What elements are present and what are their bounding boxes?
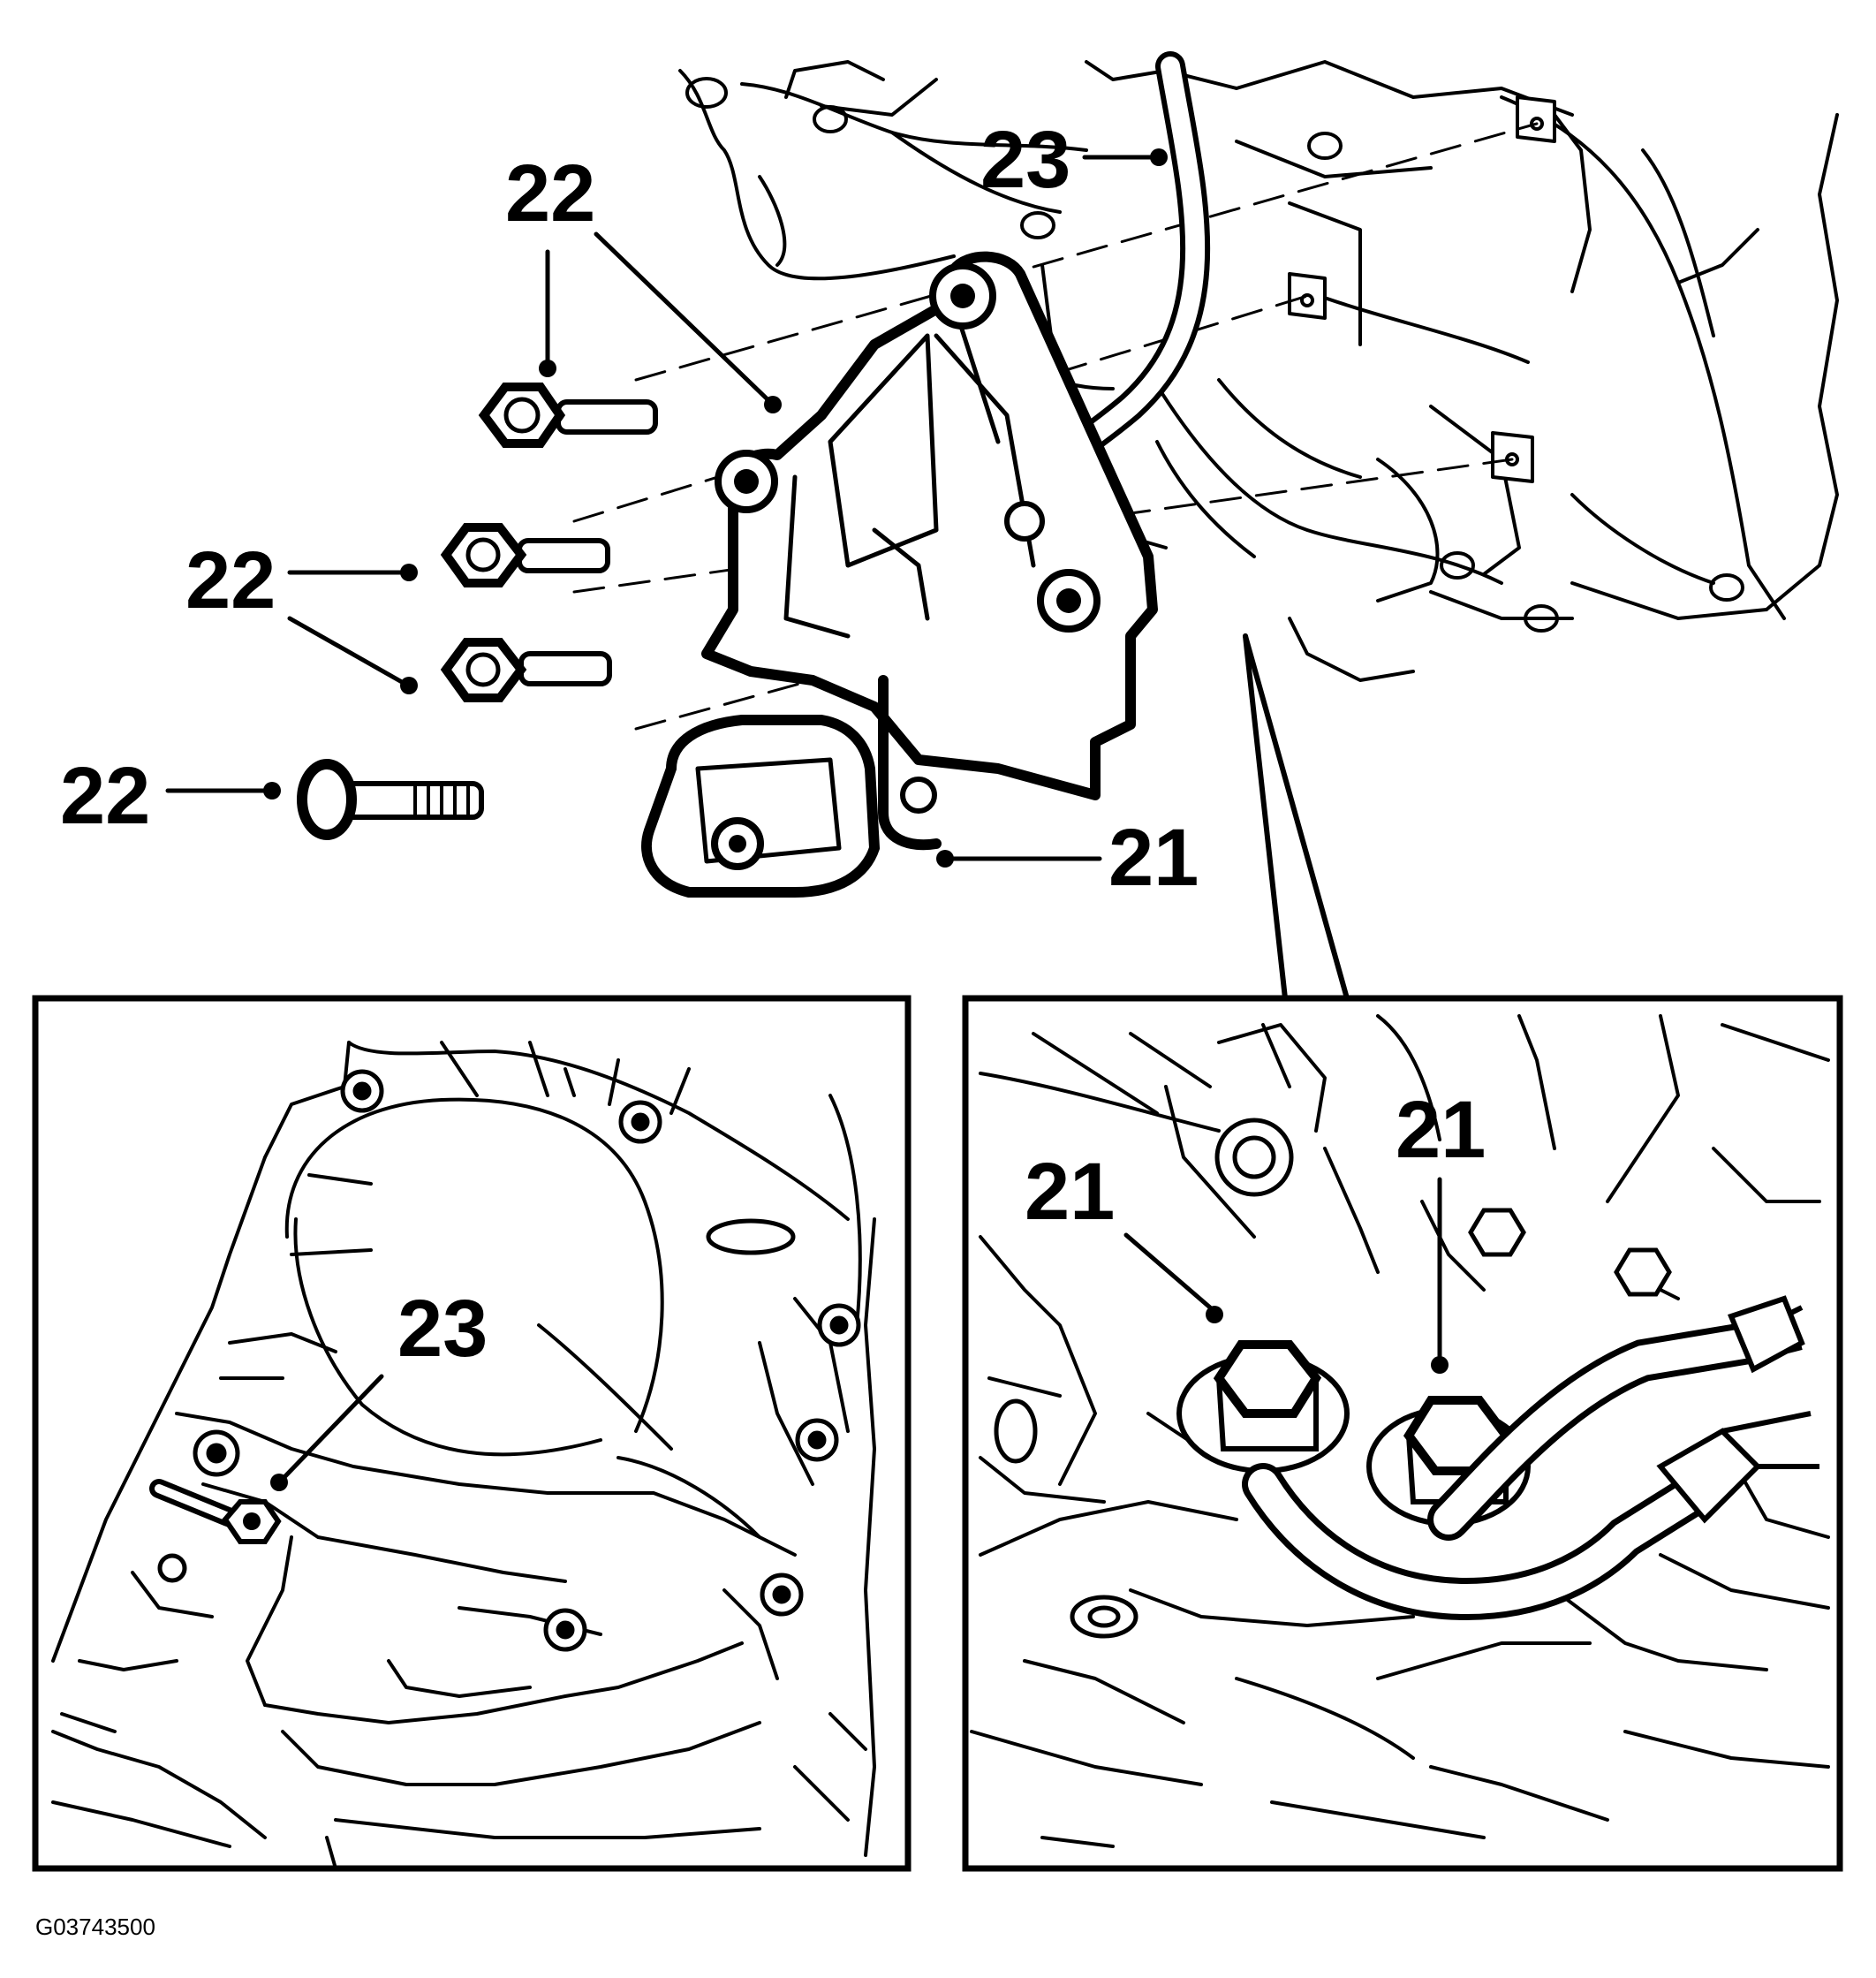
block-bosses xyxy=(994,1118,1672,1639)
callout-22-top: 22 xyxy=(505,148,595,239)
pipe-bolt-left xyxy=(1176,1340,1350,1474)
engine-mount-bracket xyxy=(701,251,1158,800)
zoom-indicator-lines xyxy=(1243,633,1350,1001)
ground-strap-terminal xyxy=(149,1479,282,1544)
main-exploded-view: 23 22 22 22 21 xyxy=(60,51,1839,1001)
callout-22-bottom: 22 xyxy=(60,751,150,841)
case-bolts xyxy=(157,1069,861,1652)
bolt-long xyxy=(297,759,484,840)
mounting-pads xyxy=(1288,95,1556,483)
block-surface-lines xyxy=(970,1014,1830,1848)
housing-studs xyxy=(685,77,1744,633)
inset-left-ground-strap: 23 xyxy=(32,995,912,1872)
figure-id: G03743500 xyxy=(35,1914,155,1940)
callout-21-inset-right: 21 xyxy=(1396,1085,1486,1175)
inset-left-frame xyxy=(32,995,912,1872)
engine-housing xyxy=(678,60,1839,682)
leader-23-inset xyxy=(282,1374,384,1480)
leader-lines xyxy=(165,148,1168,868)
bolt-middle-2 xyxy=(440,638,612,702)
callout-21-main: 21 xyxy=(1108,813,1199,903)
bolt-top xyxy=(478,383,658,448)
inset-right-frame xyxy=(962,995,1843,1872)
lower-mount xyxy=(641,675,942,898)
transmission-case-lines xyxy=(51,1041,876,1868)
bolt-middle-1 xyxy=(440,523,610,587)
case-slot xyxy=(706,1218,796,1255)
callout-21-inset-left: 21 xyxy=(1025,1147,1115,1237)
callout-23-inset: 23 xyxy=(397,1284,488,1374)
callout-22-middle: 22 xyxy=(185,535,276,625)
leader-21-left xyxy=(1123,1232,1213,1310)
fluid-pipes xyxy=(1242,1295,1819,1621)
callout-23-main: 23 xyxy=(980,115,1070,205)
inset-right-pipe-bolts: 21 21 xyxy=(962,995,1843,1872)
